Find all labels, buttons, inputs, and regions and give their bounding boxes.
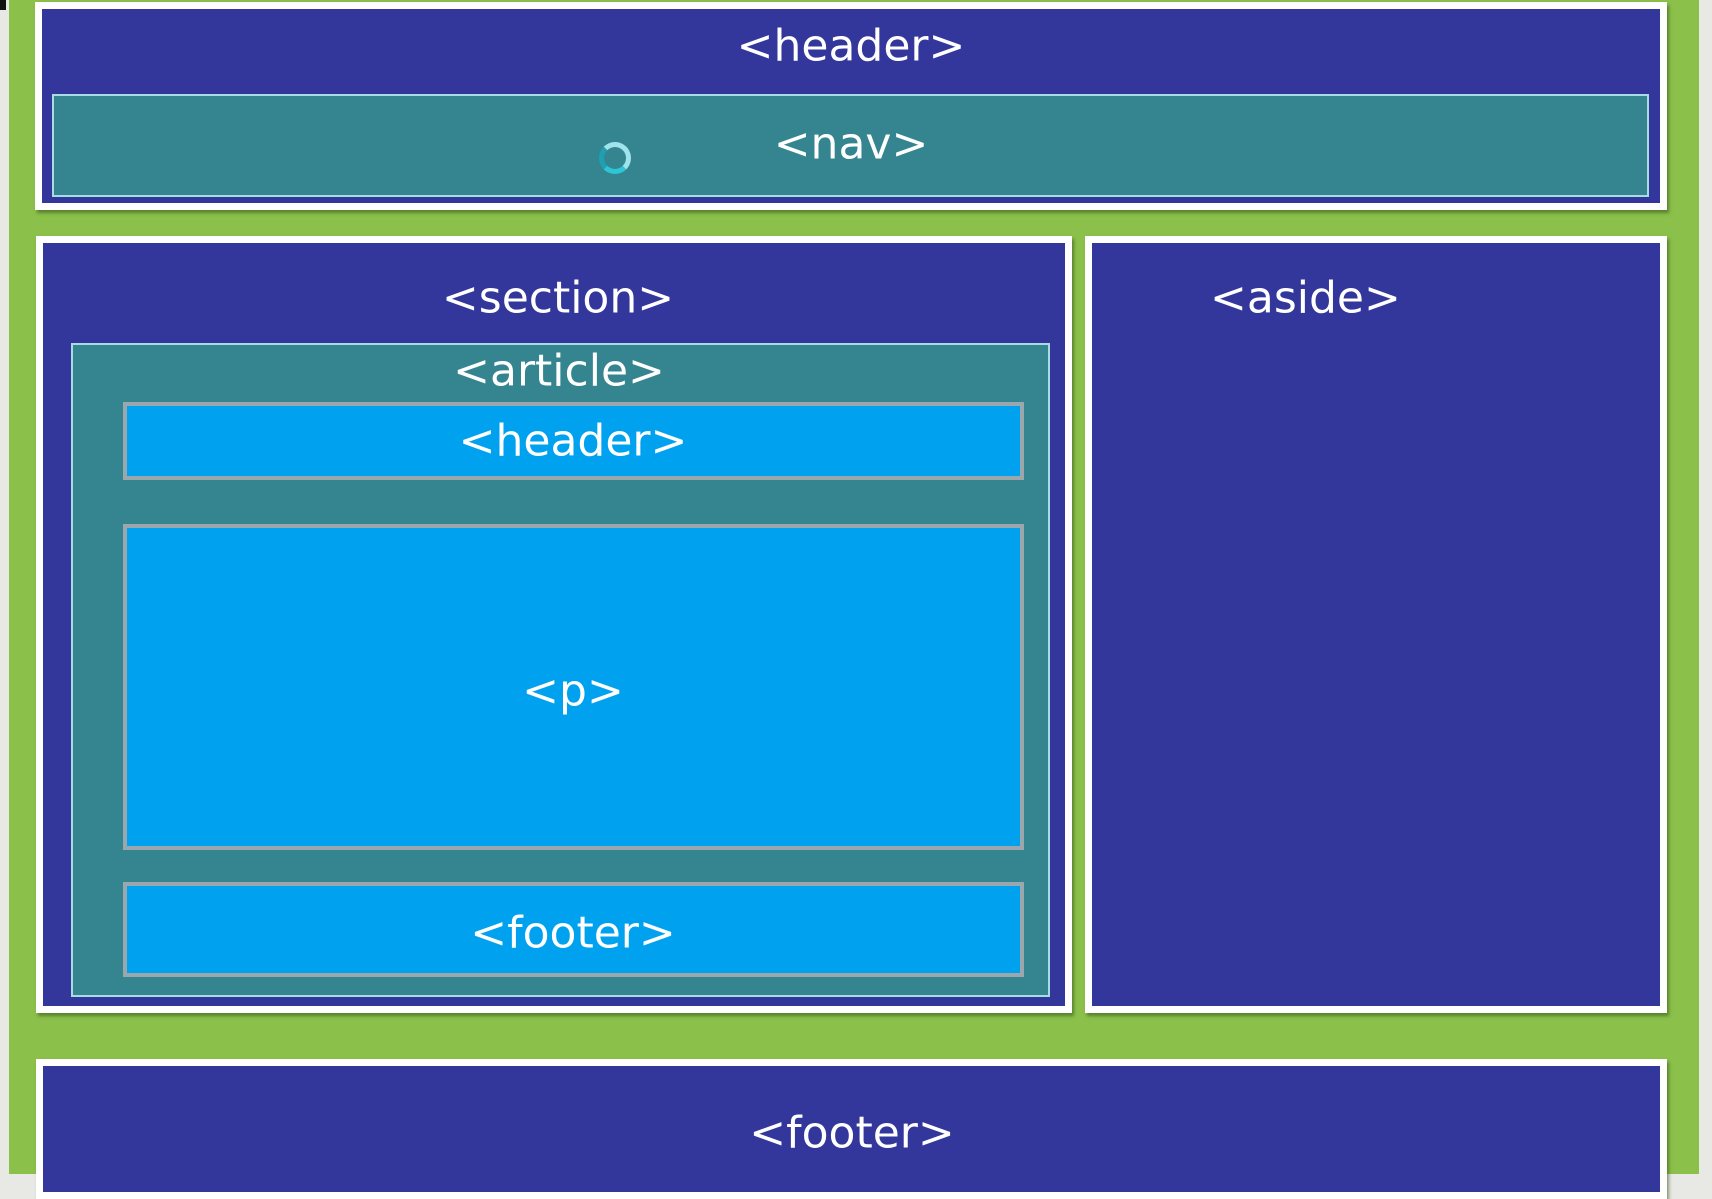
article-footer-label: <footer> — [470, 907, 676, 959]
paragraph-block: <p> — [123, 524, 1024, 850]
section-label: <section> — [441, 272, 675, 324]
header-label: <header> — [736, 20, 966, 72]
article-header-label: <header> — [458, 415, 688, 467]
article-label: <article> — [453, 345, 665, 397]
article-header-block: <header> — [123, 402, 1024, 480]
nav-block: <nav> — [52, 94, 1649, 197]
loading-spinner-icon — [599, 142, 631, 174]
aside-block: <aside> — [1085, 236, 1667, 1013]
footer-label: <footer> — [749, 1107, 955, 1159]
paragraph-label: <p> — [522, 665, 624, 717]
footer-block: <footer> — [36, 1059, 1667, 1199]
article-footer-block: <footer> — [123, 882, 1024, 977]
nav-label: <nav> — [773, 118, 929, 170]
window-corner — [0, 0, 6, 10]
aside-label: <aside> — [1210, 272, 1401, 324]
